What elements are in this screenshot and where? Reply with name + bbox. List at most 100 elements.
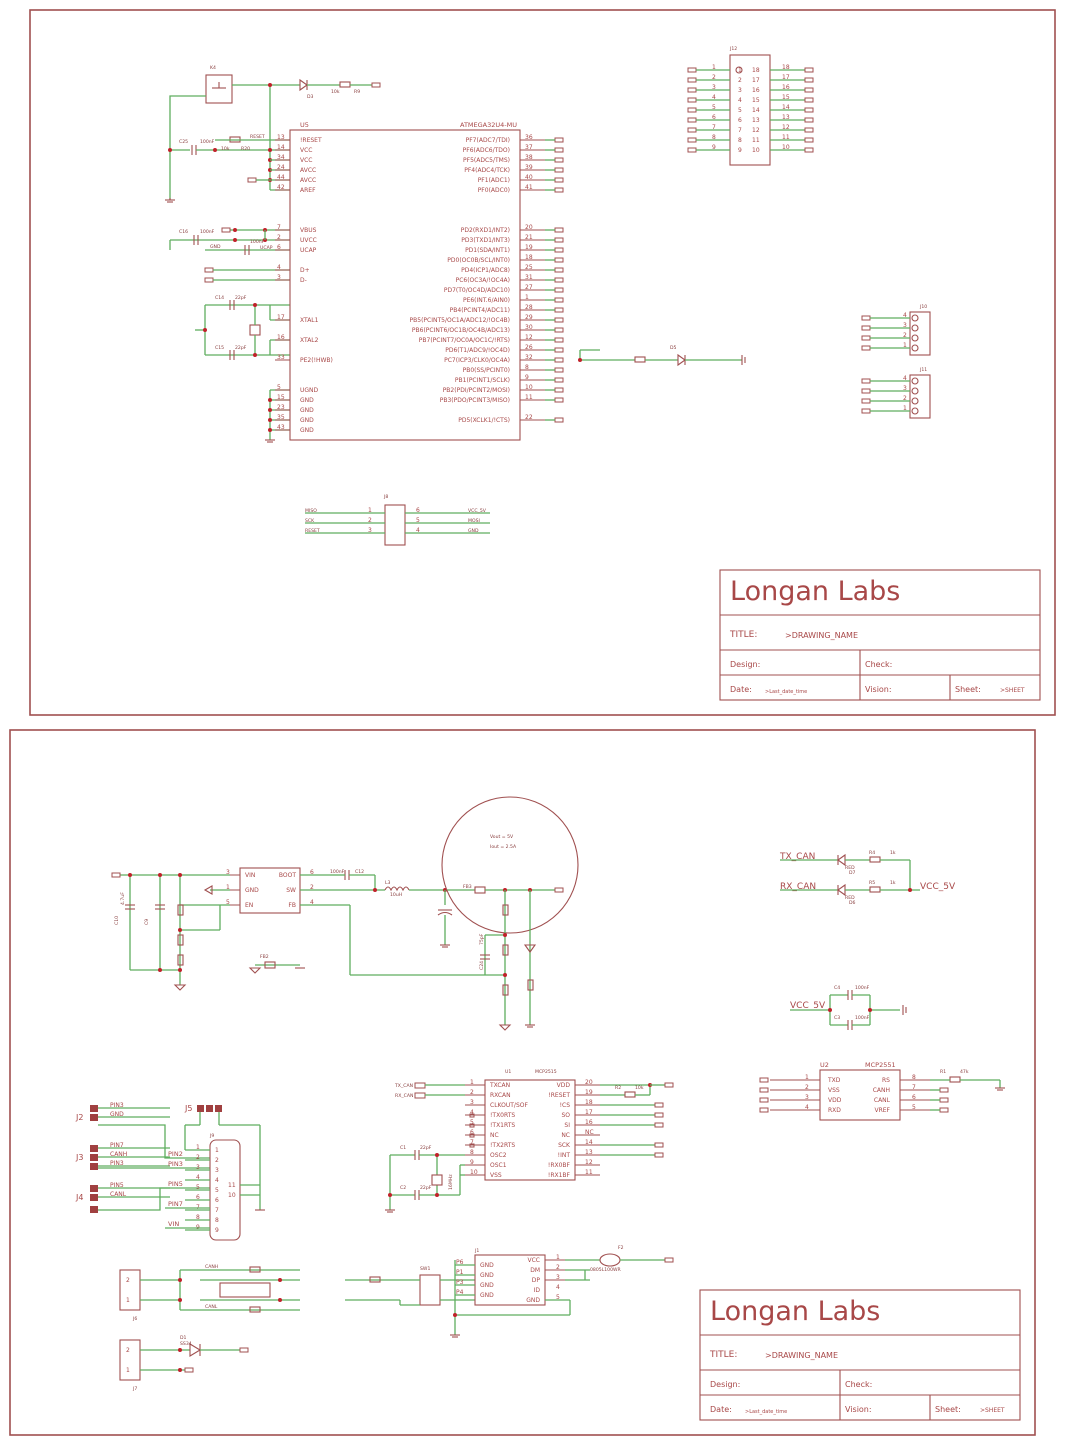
svg-text:VCC_5V: VCC_5V: [920, 882, 956, 892]
svg-text:22pF: 22pF: [235, 345, 247, 351]
u5-pin-number: 35: [277, 414, 285, 421]
pin-socket: [911, 387, 919, 395]
net-port: [554, 167, 564, 173]
net-port: [861, 325, 871, 331]
u5-pin-number: 39: [525, 164, 533, 171]
j12-inner-number: 6: [738, 117, 742, 124]
header-pin: [90, 1105, 98, 1112]
u5-pin-name: PB3(PDO/PCINT3/MISO): [440, 397, 510, 404]
svg-text:J10: J10: [919, 304, 927, 310]
svg-text:>DRAWING_NAME: >DRAWING_NAME: [785, 631, 858, 640]
u1-pin-number: 19: [585, 1089, 593, 1096]
net-port: [554, 277, 564, 283]
u2-pin-name: VDD: [828, 1097, 842, 1104]
svg-text:10k: 10k: [221, 146, 230, 152]
sw1-switch: [419, 1274, 441, 1306]
svg-text:TX_CAN: TX_CAN: [394, 1083, 413, 1089]
j12-inner-number: 2: [738, 77, 742, 84]
net-port: [554, 147, 564, 153]
svg-text:16MHz: 16MHz: [448, 1174, 454, 1190]
u5-pin-name: PD1(SDA/INT1): [465, 247, 510, 254]
u1-pin-number: 3: [470, 1099, 474, 1106]
u2-pin-number: 7: [912, 1084, 916, 1091]
u5-pin-name: PB6(PCINT6/OC1B/OC4B/ADC13): [412, 327, 510, 334]
j11-pin-number: 3: [903, 385, 907, 392]
j11-pin-number: 4: [903, 375, 907, 382]
d6-led: [837, 883, 846, 897]
u1-pin-name: !TX0RTS: [490, 1112, 515, 1119]
svg-text:RED: RED: [845, 865, 855, 871]
svg-text:U1: U1: [505, 1069, 511, 1075]
u5-pin-number: 18: [525, 254, 533, 261]
reg-pin-name: GND: [245, 887, 259, 894]
u2-pin-name: CANH: [873, 1087, 890, 1094]
pin1-marker: [735, 66, 743, 74]
u5-pin-number: 7: [277, 224, 281, 231]
j1-pin-name: GND: [526, 1297, 540, 1304]
svg-text:R20: R20: [241, 146, 250, 152]
u5-pin-number: 15: [277, 394, 285, 401]
j12-pin-number: 12: [782, 124, 790, 131]
company-name-1: Longan Labs: [730, 576, 900, 607]
j1-pad: P1: [456, 1269, 464, 1276]
u1-pin-name: VSS: [490, 1172, 502, 1179]
titleblock-2: Longan Labs TITLE: >DRAWING_NAME Design:…: [699, 1289, 1021, 1421]
rx-can-label: RX_CAN: [780, 882, 816, 892]
j12-pin-number: 3: [712, 84, 716, 91]
svg-text:CANL: CANL: [205, 1304, 218, 1310]
d5-led: [677, 353, 686, 367]
d7-led: [837, 853, 846, 867]
u5-pin-name: PF0(ADC0): [478, 187, 510, 194]
net-port: [554, 327, 564, 333]
u2-pin-number: 6: [912, 1094, 916, 1101]
header-pin: [90, 1194, 98, 1201]
u5-pin-name: PD5(XCLK1/!CTS): [458, 417, 510, 424]
net-port: [554, 357, 564, 363]
u5-pin-number: 10: [525, 384, 533, 391]
j12-inner-number: 3: [738, 87, 742, 94]
net-port: [554, 377, 564, 383]
svg-text:C3: C3: [834, 1015, 840, 1021]
net-port: [554, 417, 564, 423]
j12-pin-number: 14: [782, 104, 790, 111]
j6-connector: [119, 1269, 141, 1311]
j12-pin-number: 16: [782, 84, 790, 91]
u5-pin-number: 13: [277, 134, 285, 141]
j12-pin-number: 2: [712, 74, 716, 81]
u5-chip: [289, 129, 521, 441]
u5-pin-number: 34: [277, 154, 285, 161]
u5-pin-number: 1: [525, 294, 529, 301]
u2-pin-number: 2: [805, 1084, 809, 1091]
j9-inner-number: 4: [215, 1177, 219, 1184]
net-wire: [98, 1124, 210, 1159]
u5-pin-name: PF1(ADC1): [478, 177, 510, 184]
net-port: [861, 388, 871, 394]
svg-text:Check:: Check:: [865, 660, 892, 669]
u5-pin-name: PD6(T1/ADC9/!OC4D): [445, 347, 510, 354]
svg-text:R5: R5: [869, 880, 875, 886]
j6-pin-number: 1: [126, 1297, 130, 1304]
u5-pin-number: 23: [277, 404, 285, 411]
u5-part: ATMEGA32U4-MU: [460, 121, 517, 129]
u1-pin-name: CLKOUT/SOF: [490, 1102, 528, 1109]
u1-pin-number: 6: [470, 1129, 474, 1136]
net-port: [804, 67, 814, 73]
j9-pin-number: 3: [196, 1164, 200, 1171]
u5-pin-number: 41: [525, 184, 533, 191]
u1-pin-name: OSC2: [490, 1152, 507, 1159]
j12-inner-number: 13: [752, 117, 760, 124]
l3-inductor: [384, 886, 410, 892]
pin-socket: [911, 344, 919, 352]
j9-inner-number: 8: [215, 1217, 219, 1224]
reg-pin-name: SW: [286, 887, 296, 894]
net-port: [554, 267, 564, 273]
fb2-ferrite: FB2: [248, 954, 305, 974]
r9-resistor: [339, 81, 351, 88]
u5-pin-name: PD7(T0/OC4D/ADC10): [444, 287, 510, 294]
net-port: [654, 1152, 664, 1158]
u5-pin-name: AREF: [300, 187, 316, 194]
u2-pin-number: 4: [805, 1104, 809, 1111]
